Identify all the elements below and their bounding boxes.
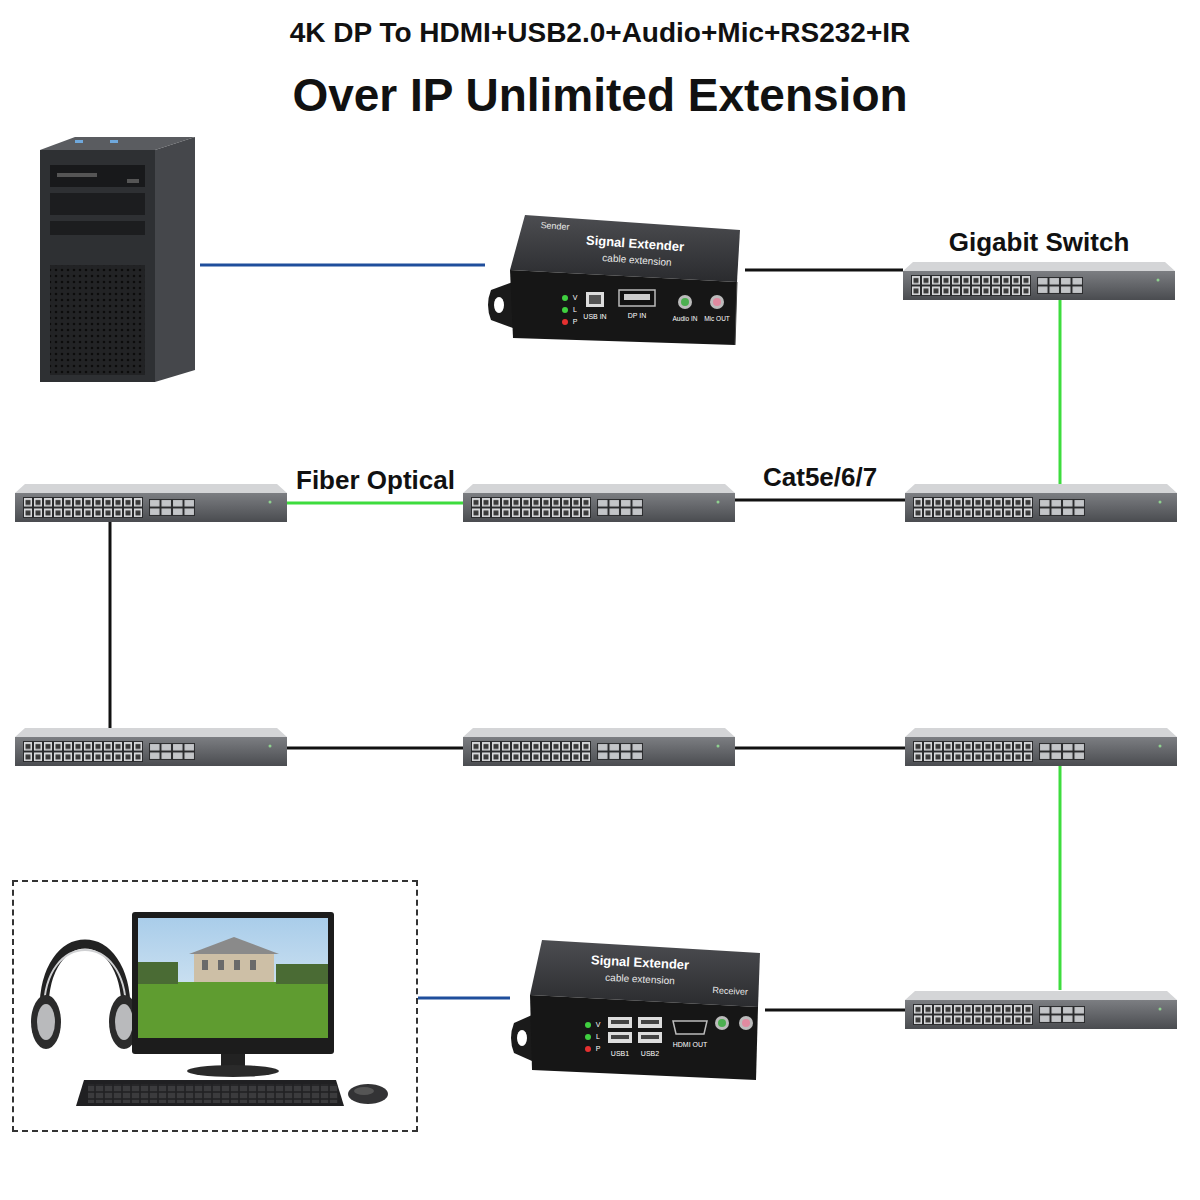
computer-tower: [35, 135, 200, 385]
receiver-unit: Signal Extendercable extensionReceiverVL…: [510, 935, 765, 1085]
switch-illustration: [905, 990, 1177, 1030]
workstation-group: [12, 880, 418, 1132]
switch-illustration: [463, 728, 735, 766]
network-cable: [735, 747, 905, 750]
title-text: Over IP Unlimited Extension: [0, 70, 1200, 121]
node-text: P: [573, 318, 578, 326]
pc-illustration: [35, 135, 200, 385]
network-cable: [765, 1009, 905, 1012]
node-text: DP IN: [628, 312, 647, 320]
network-cable: [1059, 300, 1062, 484]
pc-symbol: [40, 137, 195, 382]
switch-illustration: [463, 484, 735, 522]
switch-symbol: [463, 728, 735, 766]
network-cable: [745, 269, 903, 272]
network-cable: [287, 502, 463, 505]
switch-symbol: [15, 484, 287, 522]
node-text: USB1: [611, 1050, 629, 1058]
sender-unit: SenderSignal Extendercable extensionVLPU…: [485, 210, 745, 355]
node-text: USB IN: [583, 313, 606, 321]
node-text: Gigabit Switch: [949, 228, 1130, 257]
network-switch: [905, 484, 1177, 522]
network-cable: [418, 997, 510, 1000]
node-text: HDMI OUT: [673, 1041, 708, 1049]
network-cable: [735, 499, 905, 502]
switch-symbol: [15, 728, 287, 766]
node-text: Mic OUT: [704, 315, 730, 322]
network-switch: [15, 484, 287, 522]
switch-symbol: [905, 991, 1177, 1029]
network-switch: [463, 484, 735, 522]
network-cable: [1059, 766, 1062, 990]
switch-symbol: [905, 484, 1177, 522]
cable-label: Cat5e/6/7: [759, 463, 881, 492]
receiver-symbol: [511, 940, 760, 1080]
switch-illustration: [905, 484, 1177, 522]
network-switch: [463, 728, 735, 766]
network-switch: [15, 728, 287, 766]
workstation-illustration: [14, 882, 416, 1130]
node-text: Sender: [540, 221, 570, 233]
node-text: V: [596, 1021, 601, 1029]
switch-illustration: [903, 262, 1175, 300]
network-switch: [905, 990, 1177, 1030]
node-text: Receiver: [712, 986, 748, 998]
workstation-symbol: [31, 912, 388, 1106]
switch-illustration: [905, 728, 1177, 766]
switch-illustration: [15, 728, 287, 766]
sender-illustration: [485, 210, 745, 355]
cable-label: Fiber Optical: [292, 466, 459, 495]
gigabit-switch: Gigabit Switch: [903, 226, 1175, 300]
node-text: USB2: [641, 1050, 659, 1058]
switch-symbol: [903, 262, 1175, 300]
node-text: Audio IN: [673, 315, 698, 322]
network-switch: [905, 728, 1177, 766]
node-text: L: [573, 306, 577, 314]
network-cable: [287, 747, 463, 750]
node-text: P: [596, 1045, 601, 1053]
subtitle-text: 4K DP To HDMI+USB2.0+Audio+Mic+RS232+IR: [0, 18, 1200, 49]
network-cable: [109, 522, 112, 728]
network-cable: [200, 264, 485, 267]
node-text: V: [573, 294, 578, 302]
sender-symbol: [488, 215, 740, 345]
switch-symbol: [463, 484, 735, 522]
switch-illustration: [15, 484, 287, 522]
switch-symbol: [905, 728, 1177, 766]
node-text: L: [596, 1033, 600, 1041]
